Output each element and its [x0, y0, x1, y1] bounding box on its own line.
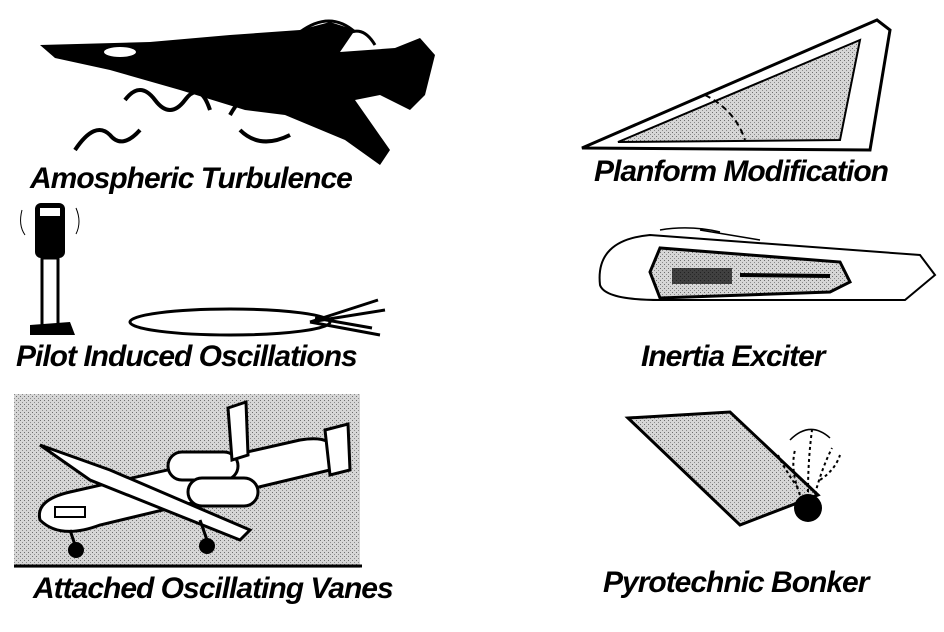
fighter-jet-illustration [40, 19, 435, 165]
pyrotechnic-wing-illustration [624, 410, 841, 527]
caption-pyrotechnic-bonker: Pyrotechnic Bonker [603, 566, 869, 599]
caption-inertia-exciter: Inertia Exciter [641, 340, 825, 373]
missile-illustration [128, 298, 386, 337]
twin-engine-aircraft-illustration [14, 394, 362, 568]
caption-planform-modification: Planform Modification [594, 155, 889, 188]
caption-atmospheric-turbulence: Amospheric Turbulence [30, 162, 353, 195]
caption-pilot-induced-oscillations: Pilot Induced Oscillations [16, 340, 358, 373]
caption-attached-oscillating-vanes: Attached Oscillating Vanes [33, 572, 394, 605]
inertia-exciter-illustration [598, 227, 937, 301]
control-stick-illustration [20, 203, 80, 335]
swept-wing-illustration [581, 18, 892, 152]
